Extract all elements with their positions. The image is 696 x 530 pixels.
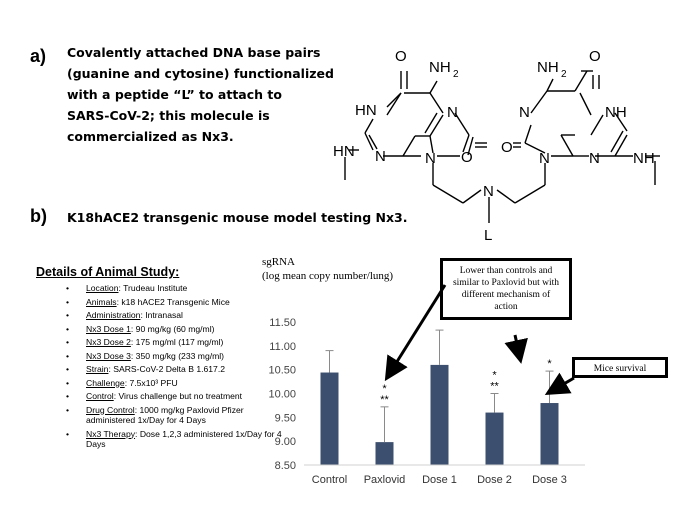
x-tick-label: Control (312, 474, 347, 486)
x-tick-label: Paxlovid (364, 474, 406, 486)
y-tick-label: 9.00 (275, 436, 296, 448)
atom-nh: NH (605, 104, 627, 121)
details-value: : SARS-CoV-2 Delta B 1.617.2 (108, 364, 226, 374)
significance-marker: ** (380, 394, 389, 406)
section-a-line: (guanine and cytosine) functionalized (67, 66, 334, 81)
atom-o: O (589, 48, 601, 65)
bar (430, 364, 449, 465)
significance-marker: * (547, 358, 552, 370)
atom-n: N (425, 150, 436, 167)
section-b-description: K18hACE2 transgenic mouse model testing … (67, 210, 408, 225)
atom-hn: HN (333, 143, 355, 160)
atom-n: N (519, 104, 530, 121)
details-item: Administration: Intranasal (66, 310, 286, 321)
details-value: : k18 hACE2 Transgenic Mice (116, 296, 230, 307)
section-b-label: b) (30, 206, 47, 226)
details-item: Drug Control: 1000 mg/kg Paxlovid Pfizer… (66, 405, 286, 426)
details-key: Nx3 Dose 1 (86, 323, 131, 334)
significance-marker: * (492, 370, 497, 382)
atom-o: O (395, 48, 407, 65)
arrow-to-paxlovid (384, 284, 447, 382)
details-key: Nx3 Therapy (86, 428, 136, 439)
section-a-line: Covalently attached DNA base pairs (67, 45, 321, 60)
callout-mechanism: Lower than controls and similar to Paxlo… (440, 258, 572, 320)
bar (320, 372, 339, 465)
details-item: Nx3 Dose 2: 175 mg/ml (117 mg/ml) (66, 337, 286, 348)
details-item: Nx3 Dose 1: 90 mg/kg (60 mg/ml) (66, 324, 286, 335)
bar (375, 442, 394, 465)
y-tick-label: 10.00 (268, 389, 296, 401)
details-key: Nx3 Dose 2 (86, 337, 131, 347)
details-item: Strain: SARS-CoV-2 Delta B 1.617.2 (66, 364, 286, 375)
chart-ylabel-line: (log mean copy number/lung) (262, 270, 394, 282)
details-key: Drug Control (86, 404, 135, 415)
details-list: Location: Trudeau Institute Animals: k18… (66, 283, 286, 453)
arrow-to-dose2 (504, 334, 528, 364)
significance-marker: * (382, 383, 387, 395)
section-a-line: commercialized as Nx3. (67, 129, 234, 144)
details-item: Location: Trudeau Institute (66, 283, 286, 294)
atom-nh2: NH (429, 59, 451, 76)
atom-n: N (589, 150, 600, 167)
atom-nh2-subscript: 2 (453, 69, 459, 80)
details-value: : Dose 1,2,3 administered 1x/Day for 4 D… (86, 428, 282, 450)
details-key: Nx3 Dose 3 (86, 350, 131, 361)
details-key: Challenge (86, 377, 125, 388)
details-item: Nx3 Dose 3: 350 mg/kg (233 mg/ml) (66, 351, 286, 362)
details-key: Control (86, 391, 114, 401)
section-a-label: a) (30, 46, 47, 66)
details-value: : 175 mg/ml (117 mg/ml) (130, 337, 224, 347)
details-value: : Virus challenge but no treatment (113, 391, 243, 401)
callout-mice-survival: Mice survival (572, 357, 668, 378)
section-a-line: SARS-CoV-2; this molecule is (67, 108, 270, 123)
atom-nh: NH (633, 150, 655, 167)
details-item: Animals: k18 hACE2 Transgenic Mice (66, 297, 286, 308)
y-tick-label: 11.50 (269, 317, 296, 329)
section-a-description: Covalently attached DNA base pairs (guan… (67, 42, 347, 147)
significance-marker: ** (490, 381, 499, 393)
x-tick-label: Dose 1 (422, 474, 457, 486)
chart-ylabel-line: sgRNA (262, 256, 296, 268)
details-key: Strain (86, 364, 109, 374)
arrow-to-dose3 (544, 372, 575, 396)
details-item: Nx3 Therapy: Dose 1,2,3 administered 1x/… (66, 429, 286, 450)
details-value: : 350 mg/kg (233 mg/ml) (130, 350, 225, 361)
y-tick-label: 8.50 (275, 460, 296, 472)
details-key: Animals (86, 296, 117, 307)
y-tick-label: 11.00 (269, 341, 296, 353)
atom-nh2-subscript: 2 (561, 69, 567, 80)
bar (540, 403, 559, 465)
details-title: Details of Animal Study: (36, 265, 180, 279)
chart-ylabel: sgRNA (log mean copy number/lung) (262, 255, 393, 283)
peptide-l-label: L (484, 227, 492, 244)
x-tick-label: Dose 2 (477, 474, 512, 486)
atom-nh2: NH (537, 59, 559, 76)
details-key: Location (86, 283, 119, 293)
details-key: Administration (86, 310, 141, 320)
section-a-line: with a peptide “L” to attach to (67, 87, 282, 102)
details-item: Challenge: 7.5x10³ PFU (66, 378, 286, 389)
details-item: Control: Virus challenge but no treatmen… (66, 391, 286, 402)
details-value: : 7.5x10³ PFU (124, 377, 178, 388)
y-tick-label: 10.50 (268, 365, 296, 377)
atom-hn: HN (355, 102, 377, 119)
details-value: : 1000 mg/kg Paxlovid Pfizer administere… (86, 404, 244, 426)
y-tick-label: 9.50 (275, 412, 296, 424)
atom-o: O (501, 139, 513, 156)
details-value: : Trudeau Institute (118, 283, 188, 293)
atom-n: N (539, 150, 550, 167)
nx3-molecule-structure: O NH 2 HN N N N O HN N L O N N N NH 2 O … (333, 48, 660, 244)
details-value: : Intranasal (140, 310, 183, 320)
bar (485, 412, 504, 465)
atom-o: O (461, 149, 473, 166)
details-value: : 90 mg/kg (60 mg/ml) (130, 323, 215, 334)
atom-n: N (447, 104, 458, 121)
atom-n: N (375, 148, 386, 165)
x-tick-label: Dose 3 (532, 474, 567, 486)
atom-n-center: N (483, 183, 494, 200)
